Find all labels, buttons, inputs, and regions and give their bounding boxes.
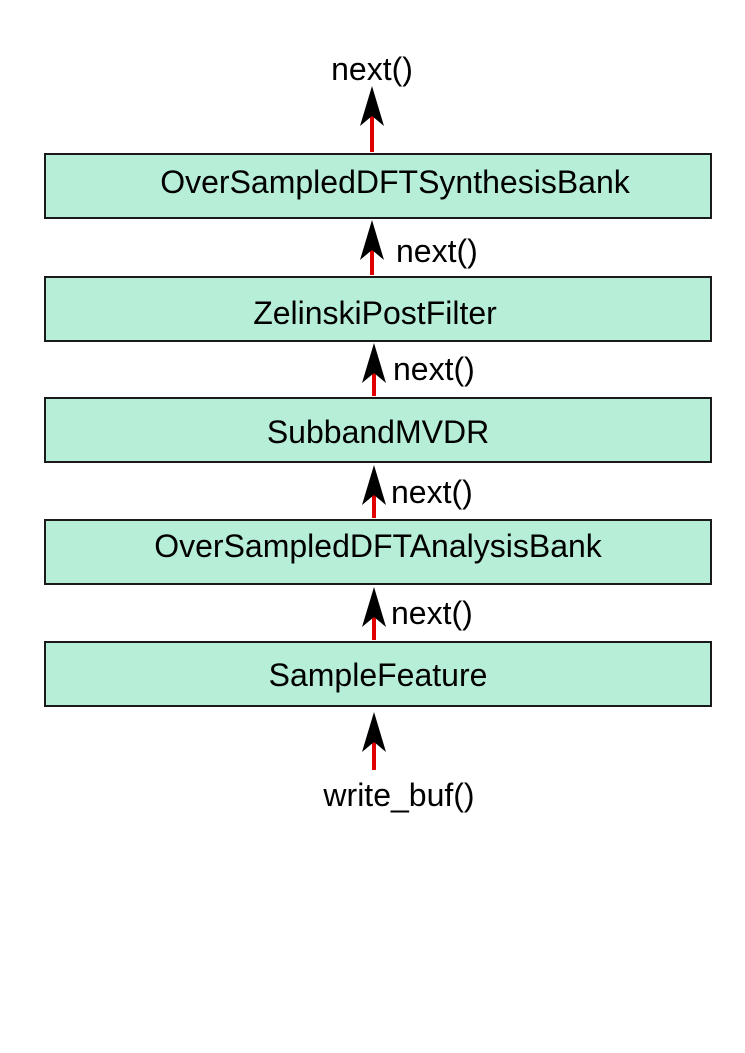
block-subband-mvdr: SubbandMVDR [44,397,712,463]
connector-analysis-to-mvdr: next() [362,465,473,518]
block-zelinski-post-filter: ZelinskiPostFilter [44,276,712,342]
arrow-head-icon [360,220,384,260]
block-label: SubbandMVDR [267,414,489,450]
arrow-head-icon [362,343,386,383]
block-rect [44,276,712,342]
connector-samplefeature-to-analysis: next() [362,587,473,640]
arrow-head-icon [360,86,384,126]
connector-label: next() [396,233,478,269]
block-label: OverSampledDFTAnalysisBank [154,528,603,564]
bottom-input-label: write_buf() [322,777,474,813]
block-sample-feature: SampleFeature [44,641,712,707]
connector-mvdr-to-zelinski: next() [362,343,475,396]
block-oversampled-dft-synthesis-bank: OverSampledDFTSynthesisBank [44,153,712,219]
connector-label: next() [393,351,475,387]
top-output-arrow [360,86,384,152]
connector-label: next() [391,595,473,631]
block-label: SampleFeature [269,657,488,693]
arrow-head-icon [362,712,386,752]
block-oversampled-dft-analysis-bank: OverSampledDFTAnalysisBank [44,519,712,585]
block-rect [44,641,712,707]
arrow-head-icon [362,465,386,505]
block-label: ZelinskiPostFilter [253,295,497,331]
block-rect [44,519,712,585]
arrow-head-icon [362,587,386,627]
block-rect [44,397,712,463]
block-rect [44,153,712,219]
block-label: OverSampledDFTSynthesisBank [160,164,631,200]
bottom-input-arrow [362,712,386,770]
connector-zelinski-to-synthesis: next() [360,220,478,275]
connector-label: next() [391,474,473,510]
top-output-label: next() [331,51,413,87]
